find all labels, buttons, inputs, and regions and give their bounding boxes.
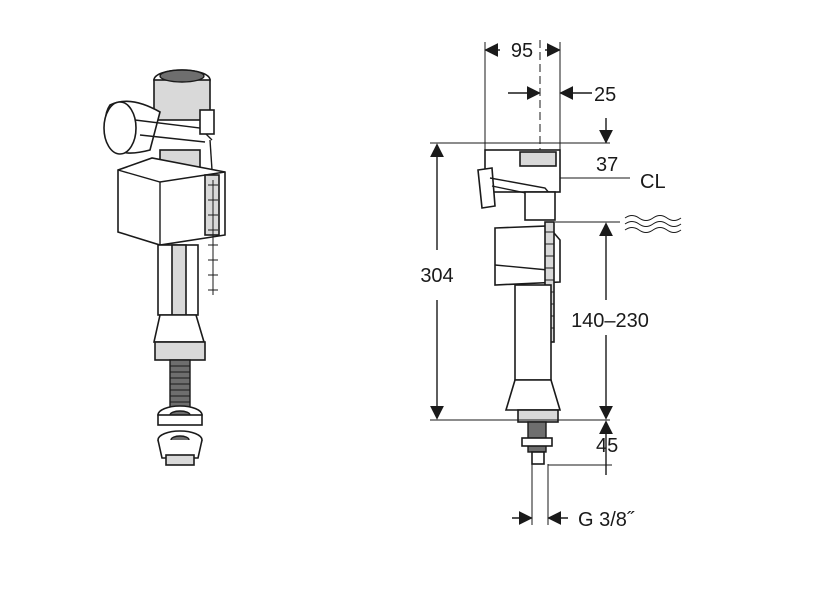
dim-top-gap: 37 [560,118,630,179]
valve-stem [153,244,206,361]
valve-perspective-view [103,69,226,466]
dim-label-140-230: 140–230 [571,310,649,332]
centerline-label: CL [640,171,666,193]
dim-bottom: 45 [548,420,618,475]
float-box [117,157,226,246]
water-wave-icon [624,215,682,233]
adjust-chain [208,139,218,295]
threaded-shank [169,359,191,409]
elevation-head [477,149,561,221]
dim-overall-height: 304 [420,143,454,420]
washer-and-nut [157,405,203,466]
dim-label-304: 304 [420,265,453,287]
valve-elevation-view: 95 25 37 CL 304 [420,40,682,531]
dim-label-45: 45 [596,435,618,457]
dim-width-top: 95 [484,40,561,150]
elevation-stem [504,284,562,465]
valve-head [103,69,215,171]
dim-label-37: 37 [596,154,618,176]
dim-offset-top: 25 [508,84,616,106]
dim-label-25: 25 [594,84,616,106]
dim-label-95: 95 [511,40,533,62]
dim-adjust-range: 140–230 [571,222,649,420]
dim-label-thread: G 3/8˝ [578,509,635,531]
dim-thread: G 3/8˝ [512,464,635,531]
